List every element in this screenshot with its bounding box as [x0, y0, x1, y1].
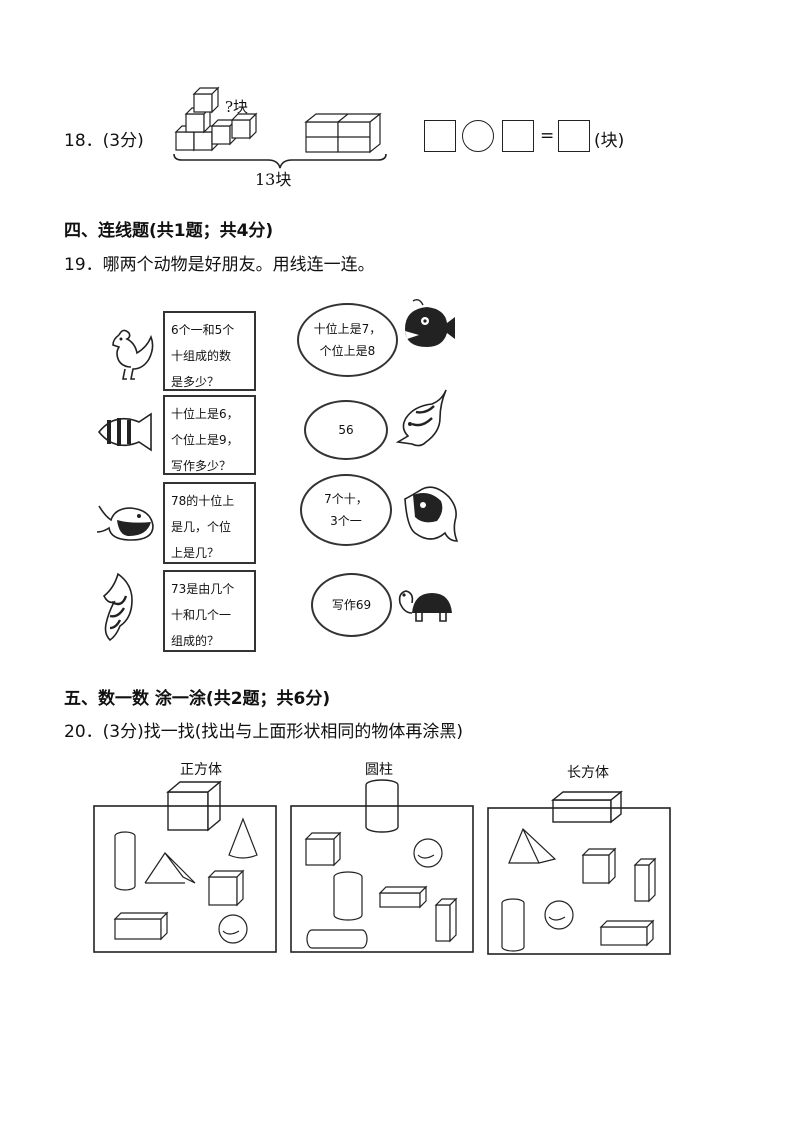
- question-box-2-line-2: 个位上是9，: [171, 433, 239, 447]
- turtle-icon[interactable]: [396, 583, 456, 625]
- whale-icon[interactable]: [95, 498, 157, 544]
- panel-2-small-cube[interactable]: [304, 831, 342, 867]
- answer-oval-3-line-1: 7个十，: [324, 492, 368, 506]
- panel-1-title: 正方体: [180, 762, 222, 778]
- q20-label: 20．(3分)找一找(找出与上面形状相同的物体再涂黑): [64, 722, 463, 742]
- answer-oval-4-line-1: 写作69: [331, 598, 372, 612]
- q18-label: 18．(3分): [64, 131, 144, 151]
- panel-3-sphere[interactable]: [544, 900, 574, 930]
- question-box-2[interactable]: 十位上是6， 个位上是9， 写作多少？: [163, 395, 256, 475]
- unit-label: (块): [594, 131, 625, 151]
- question-box-1-line-2: 十组成的数: [171, 349, 232, 363]
- question-box-1-line-1: 6个一和5个: [171, 323, 235, 337]
- answer-oval-1[interactable]: 十位上是7， 个位上是8: [297, 303, 398, 377]
- answer-box-result[interactable]: [558, 120, 590, 152]
- question-box-3[interactable]: 78的十位上 是几，个位 上是几？: [163, 482, 256, 564]
- question-box-4-line-1: 73是由几个: [171, 582, 235, 596]
- question-box-3-line-2: 是几，个位: [171, 520, 232, 534]
- puffer-fish-icon[interactable]: [399, 479, 459, 545]
- dragon-fish-icon[interactable]: [394, 386, 454, 452]
- panel-2-cylinder-icon: [365, 779, 399, 833]
- equals-sign: =: [540, 126, 555, 146]
- panel-1-cone[interactable]: [228, 817, 258, 859]
- seahorse-fish-icon[interactable]: [100, 572, 136, 642]
- question-box-2-line-1: 十位上是6，: [171, 407, 239, 421]
- panel-1-pyramid[interactable]: [144, 852, 196, 884]
- question-box-4-line-2: 十和几个一: [171, 608, 232, 622]
- panel-3-cuboid[interactable]: [599, 919, 655, 947]
- panel-2-cylinder[interactable]: [333, 871, 363, 921]
- answer-oval-2-line-1: 56: [338, 423, 354, 437]
- panel-1-cuboid[interactable]: [113, 911, 169, 941]
- operator-circle[interactable]: [462, 120, 494, 152]
- panel-3-tall-cuboid[interactable]: [633, 857, 657, 903]
- panel-2-lying-cylinder[interactable]: [306, 929, 368, 949]
- answer-box-1[interactable]: [424, 120, 456, 152]
- panel-3-cylinder[interactable]: [501, 898, 525, 952]
- panel-3-pyramid[interactable]: [508, 827, 557, 864]
- panel-3-cuboid-icon: [551, 790, 623, 824]
- answer-oval-2[interactable]: 56: [304, 400, 388, 460]
- answer-oval-3-line-2: 3个一: [330, 514, 362, 528]
- question-box-3-line-1: 78的十位上: [171, 494, 235, 508]
- q19-label: 19．哪两个动物是好朋友。用线连一连。: [64, 255, 375, 275]
- panel-2-flat-cuboid[interactable]: [378, 885, 428, 909]
- panel-2-title: 圆柱: [365, 762, 393, 778]
- section4-title: 四、连线题(共1题；共4分): [64, 221, 274, 241]
- total-count-label: 13块: [255, 170, 292, 189]
- stacked-cubes-figure: [173, 86, 387, 169]
- angler-fish-icon[interactable]: [399, 295, 457, 357]
- answer-oval-1-line-1: 十位上是7，: [313, 322, 382, 336]
- panel-1-cylinder[interactable]: [114, 831, 136, 891]
- panel-3-small-cube[interactable]: [581, 847, 617, 885]
- answer-oval-1-line-2: 个位上是8: [319, 344, 376, 358]
- panel-1-sphere[interactable]: [218, 914, 248, 944]
- panel-3-box: [487, 807, 671, 955]
- question-box-1-line-3: 是多少？: [171, 375, 220, 389]
- panel-1-box: [93, 805, 277, 953]
- question-box-1[interactable]: 6个一和5个 十组成的数 是多少？: [163, 311, 256, 391]
- panel-2-tall-cuboid[interactable]: [434, 897, 458, 943]
- question-box-4-line-3: 组成的？: [171, 634, 220, 648]
- answer-oval-4[interactable]: 写作69: [311, 573, 392, 637]
- panel-1-small-cube[interactable]: [207, 869, 245, 907]
- answer-oval-3[interactable]: 7个十， 3个一: [300, 474, 392, 546]
- question-box-2-line-3: 写作多少？: [171, 459, 232, 473]
- unknown-count-label: ?块: [225, 98, 249, 116]
- question-box-3-line-3: 上是几？: [171, 546, 220, 560]
- panel-2-box: [290, 805, 474, 953]
- striped-fish-icon[interactable]: [95, 410, 155, 454]
- panel-2-sphere[interactable]: [413, 838, 443, 868]
- panel-1-cube-icon: [166, 780, 222, 832]
- section5-title: 五、数一数 涂一涂(共2题；共6分): [64, 689, 331, 709]
- rooster-icon[interactable]: [105, 325, 157, 381]
- panel-3-title: 长方体: [567, 765, 609, 781]
- answer-box-2[interactable]: [502, 120, 534, 152]
- question-box-4[interactable]: 73是由几个 十和几个一 组成的？: [163, 570, 256, 652]
